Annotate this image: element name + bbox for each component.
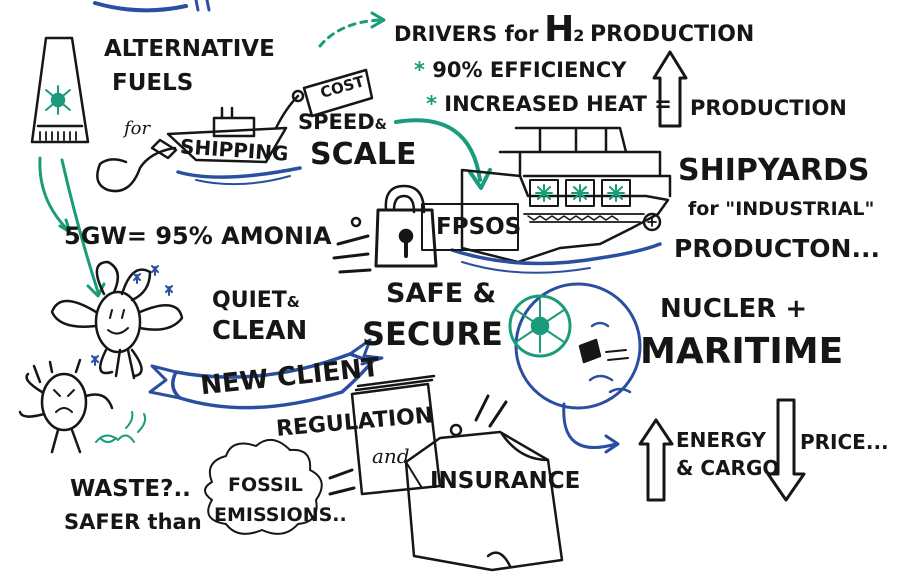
flask-arrow-left — [38, 156, 70, 232]
waste-label: WASTE?.. — [70, 476, 191, 502]
sad-character-icon — [18, 358, 114, 454]
motion-lines — [332, 234, 372, 274]
subscript-two: 2 — [573, 26, 585, 45]
price-label: PRICE... — [800, 430, 889, 454]
dashed-arrow-icon — [318, 18, 382, 48]
shipyards-line2: for "INDUSTRIAL" — [688, 198, 875, 220]
globe-arrow — [562, 402, 618, 450]
production-title-label: PRODUCTION — [589, 22, 755, 47]
nuclear-maritime-globe-icon — [508, 282, 642, 410]
cloud-icon — [204, 439, 323, 535]
insurance-label: INSURANCE — [430, 468, 581, 494]
safer-than-label: SAFER than — [64, 510, 202, 534]
shipyards-line3: PRODUCTON... — [674, 234, 880, 263]
production-label: PRODUCTION — [690, 96, 847, 120]
padlock-icon — [374, 184, 438, 268]
alt-fuels-line2: FUELS — [112, 70, 194, 96]
drivers-title: DRIVERS for H2 PRODUCTION — [394, 12, 754, 48]
driver-item-1-text: 90% EFFICIENCY — [432, 58, 627, 82]
up-arrow-icon — [652, 50, 688, 128]
bullet-star-icon: * — [426, 92, 437, 116]
waste-pile-icon — [95, 434, 135, 443]
energy-label: ENERGY — [676, 428, 766, 452]
fpsos-label-box — [421, 203, 519, 251]
doc-motion-lines — [328, 394, 508, 496]
alt-fuels-line1: ALTERNATIVE — [104, 36, 275, 62]
happy-sun-character-icon — [50, 260, 184, 380]
safe-label: SAFE & — [386, 278, 497, 309]
alt-fuels-for: for — [124, 118, 151, 139]
insurance-document-icon — [404, 423, 564, 572]
shipyards-line1: SHIPYARDS — [678, 153, 870, 188]
h-label: H — [544, 9, 574, 50]
speed-amp: & — [374, 117, 387, 133]
quiet-text: QUIET — [212, 288, 287, 313]
maritime-label: MARITIME — [640, 331, 844, 372]
reactor-flask-icon — [30, 36, 90, 144]
driver-item-2-text: INCREASED HEAT = — [444, 92, 672, 116]
secure-label: SECURE — [362, 315, 503, 353]
fpsos-label: FPSOS — [436, 214, 522, 240]
speed-label: SPEED& — [298, 112, 387, 133]
price-down-arrow-icon — [766, 398, 806, 502]
bullet-star-icon: * — [414, 58, 425, 82]
drivers-label: DRIVERS for — [394, 22, 539, 46]
fpso-ship-icon — [450, 126, 672, 274]
scale-label: SCALE — [310, 137, 417, 172]
ammonia-label: 5GW= 95% AMONIA — [64, 222, 332, 250]
speed-to-fpsos-arrow — [394, 118, 482, 182]
quiet-label: QUIET& — [212, 290, 300, 312]
nuclear-label: NUCLER + — [660, 294, 808, 324]
document-stack-icon — [350, 374, 442, 496]
quiet-amp: & — [286, 293, 300, 311]
driver-item-2: * INCREASED HEAT = — [426, 94, 672, 115]
cargo-label: & CARGO — [676, 456, 780, 480]
and-label: and — [372, 444, 410, 468]
clean-label: CLEAN — [212, 316, 308, 346]
driver-item-1: * 90% EFFICIENCY — [414, 60, 627, 81]
speed-text: SPEED — [298, 110, 375, 134]
ship-icon — [166, 106, 302, 186]
fossil-label: FOSSIL — [228, 474, 303, 496]
flask-arrow-right — [60, 158, 100, 294]
emissions-label: EMISSIONS.. — [214, 504, 347, 526]
energy-up-arrow-icon — [638, 418, 674, 502]
top-scribble — [93, 1, 188, 13]
fuel-hose — [96, 146, 177, 193]
cost-tag — [302, 68, 374, 118]
